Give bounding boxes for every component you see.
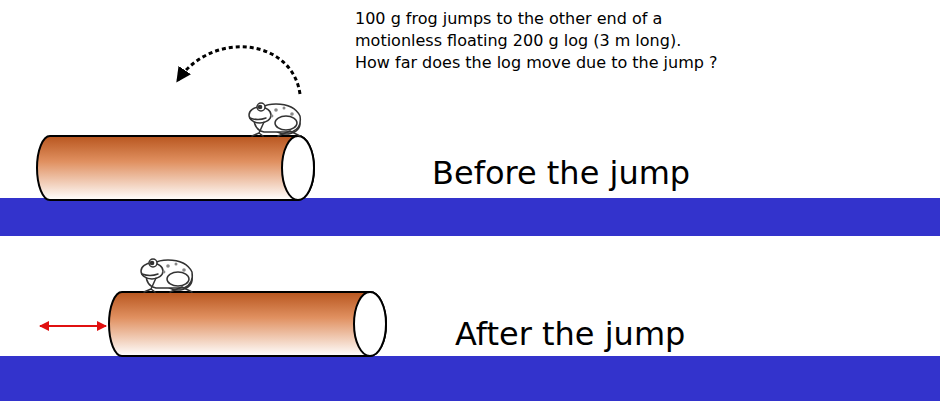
stage-label: Before the jump xyxy=(432,155,690,192)
log-after xyxy=(109,292,386,356)
frog-before xyxy=(249,103,300,136)
log-before xyxy=(37,136,314,200)
water-band xyxy=(0,356,940,401)
displacement-arrow xyxy=(40,325,106,327)
frog-after xyxy=(141,259,192,292)
jump-arc xyxy=(178,47,300,94)
stage-label: After the jump xyxy=(455,316,685,353)
water-band xyxy=(0,198,940,236)
problem-text: 100 g frog jumps to the other end of a m… xyxy=(355,8,719,74)
